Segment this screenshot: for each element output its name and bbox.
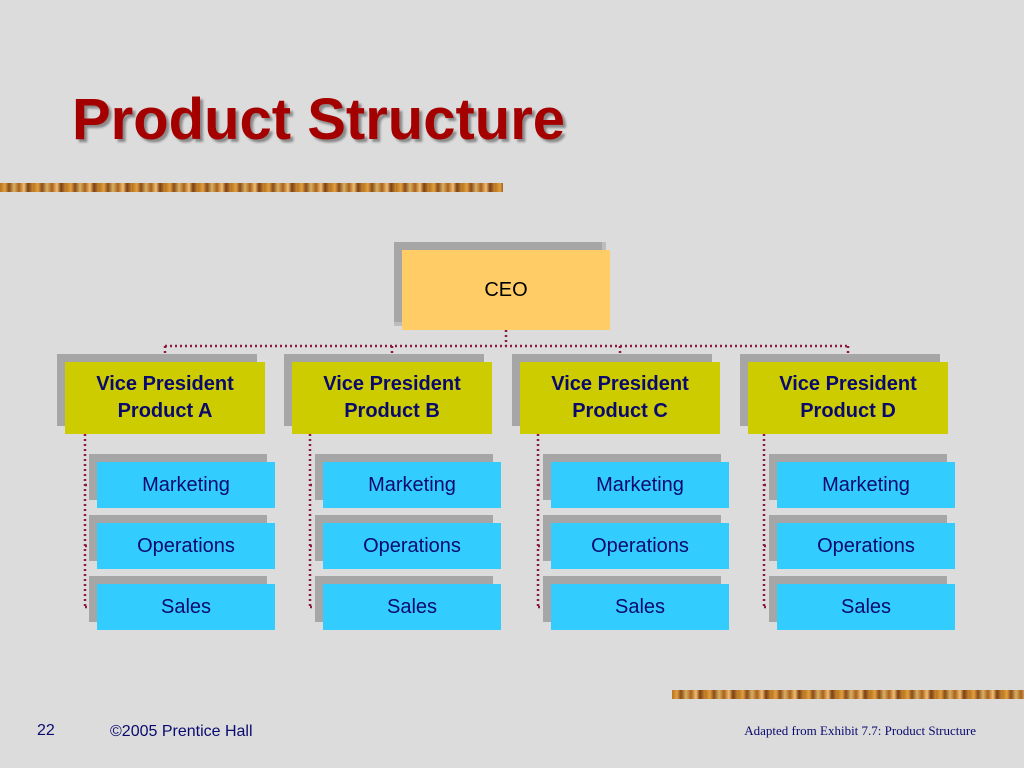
vp-product-b-box: Vice President Product B <box>292 362 492 434</box>
vp-title: Vice President <box>551 373 689 395</box>
dept-box-b-operations: Operations <box>323 523 501 569</box>
dept-box-a-operations: Operations <box>97 523 275 569</box>
dept-box-d-operations: Operations <box>777 523 955 569</box>
ceo-label: CEO <box>484 278 528 301</box>
dept-label: Operations <box>137 534 235 557</box>
dept-label: Sales <box>614 595 666 618</box>
vp-title: Vice President <box>96 373 234 395</box>
dept-label: Marketing <box>142 473 230 496</box>
decorative-bar-bottom <box>672 690 1024 699</box>
dept-box-c-operations: Operations <box>551 523 729 569</box>
dept-box-a-sales: Sales <box>97 584 275 630</box>
dept-box-d-marketing: Marketing <box>777 462 955 508</box>
vp-product: Product B <box>344 400 440 422</box>
decorative-bar-top <box>0 183 503 192</box>
source-caption: Adapted from Exhibit 7.7: Product Struct… <box>744 723 976 738</box>
dept-box-c-sales: Sales <box>551 584 729 630</box>
ceo-box: CEO <box>402 250 610 330</box>
copyright-text: ©2005 Prentice Hall <box>110 723 253 740</box>
dept-label: Operations <box>817 534 915 557</box>
vp-product-c-box: Vice President Product C <box>520 362 720 434</box>
vp-product: Product C <box>572 400 668 422</box>
dept-label: Sales <box>386 595 438 618</box>
dept-label: Marketing <box>368 473 456 496</box>
vp-product: Product A <box>117 400 213 422</box>
dept-box-d-sales: Sales <box>777 584 955 630</box>
dept-box-a-marketing: Marketing <box>97 462 275 508</box>
dept-label: Operations <box>363 534 461 557</box>
slide-number: 22 <box>37 722 55 739</box>
dept-label: Marketing <box>596 473 684 496</box>
dept-label: Marketing <box>822 473 910 496</box>
dept-label: Sales <box>840 595 892 618</box>
vp-title: Vice President <box>323 373 461 395</box>
dept-label: Sales <box>160 595 212 618</box>
dept-box-b-sales: Sales <box>323 584 501 630</box>
vp-product-a-box: Vice President Product A <box>65 362 265 434</box>
dept-label: Operations <box>591 534 689 557</box>
dept-box-b-marketing: Marketing <box>323 462 501 508</box>
slide-title: Product Structure <box>72 87 566 152</box>
dept-box-c-marketing: Marketing <box>551 462 729 508</box>
vp-title: Vice President <box>779 373 917 395</box>
vp-product: Product D <box>800 400 896 422</box>
vp-product-d-box: Vice President Product D <box>748 362 948 434</box>
